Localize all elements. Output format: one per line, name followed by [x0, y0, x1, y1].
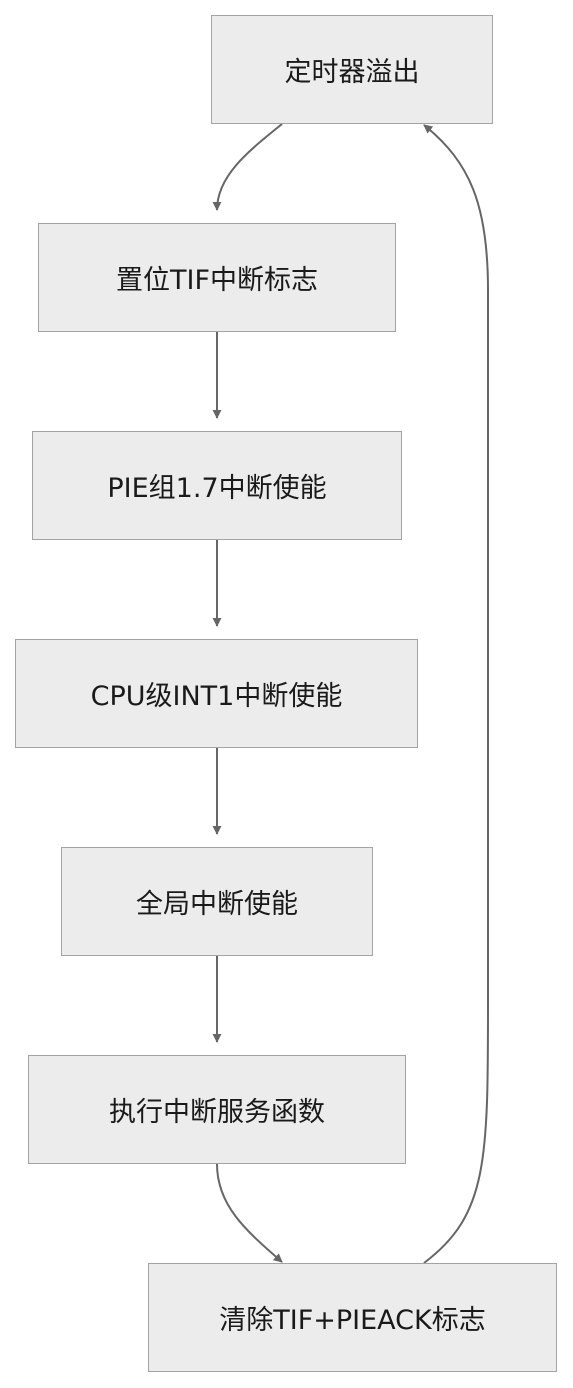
node-label: 全局中断使能	[136, 889, 298, 920]
node-global-interrupt-enable: 全局中断使能	[61, 847, 373, 956]
node-label: CPU级INT1中断使能	[90, 681, 343, 712]
node-run-isr: 执行中断服务函数	[28, 1055, 406, 1164]
node-label: 定时器溢出	[284, 57, 420, 88]
edge-timer-overflow-to-set-tif	[212, 123, 283, 211]
node-label: 清除TIF+PIEACK标志	[219, 1305, 486, 1336]
node-clear-flags: 清除TIF+PIEACK标志	[148, 1263, 557, 1372]
node-set-tif-flag: 置位TIF中断标志	[38, 223, 396, 332]
edge-run-isr-to-clear-flags	[216, 1163, 283, 1263]
node-label: 执行中断服务函数	[109, 1097, 325, 1128]
node-pie-group-enable: PIE组1.7中断使能	[32, 431, 402, 540]
node-label: PIE组1.7中断使能	[107, 473, 327, 504]
node-label: 置位TIF中断标志	[116, 265, 318, 296]
node-cpu-int1-enable: CPU级INT1中断使能	[15, 639, 418, 748]
edge-clear-flags-to-timer-overflow	[423, 124, 489, 1264]
node-timer-overflow: 定时器溢出	[211, 15, 493, 124]
